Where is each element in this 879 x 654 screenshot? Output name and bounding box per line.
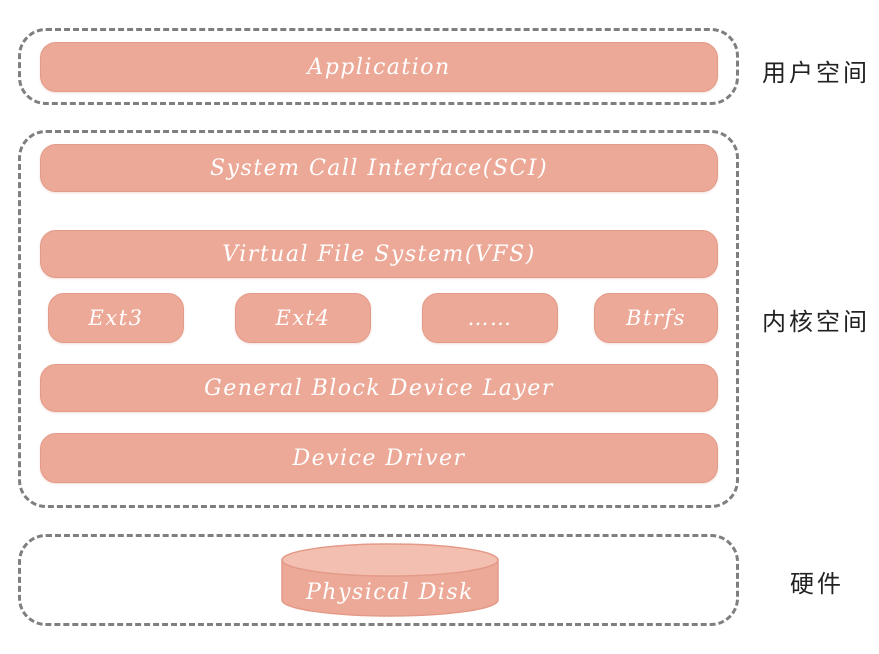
- application-layer: Application: [40, 42, 718, 92]
- filesystem-ellipsis: ……: [422, 293, 558, 343]
- disk-cylinder-icon: [281, 543, 499, 617]
- filesystem-btrfs: Btrfs: [594, 293, 718, 343]
- physical-disk: Physical Disk: [280, 542, 500, 618]
- block-device-layer: General Block Device Layer: [40, 364, 718, 412]
- kernel-space-label: 内核空间: [762, 308, 870, 336]
- sci-layer: System Call Interface(SCI): [40, 144, 718, 192]
- filesystem-ext4: Ext4: [235, 293, 371, 343]
- vfs-layer: Virtual File System(VFS): [40, 230, 718, 278]
- physical-disk-label: Physical Disk: [306, 580, 474, 605]
- kernel-space-group: [18, 130, 739, 508]
- device-driver-layer: Device Driver: [40, 433, 718, 483]
- hardware-label: 硬件: [790, 570, 844, 598]
- hardware-group: [18, 534, 739, 626]
- user-space-group: [18, 28, 739, 105]
- user-space-label: 用户空间: [762, 59, 870, 87]
- filesystem-ext3: Ext3: [48, 293, 184, 343]
